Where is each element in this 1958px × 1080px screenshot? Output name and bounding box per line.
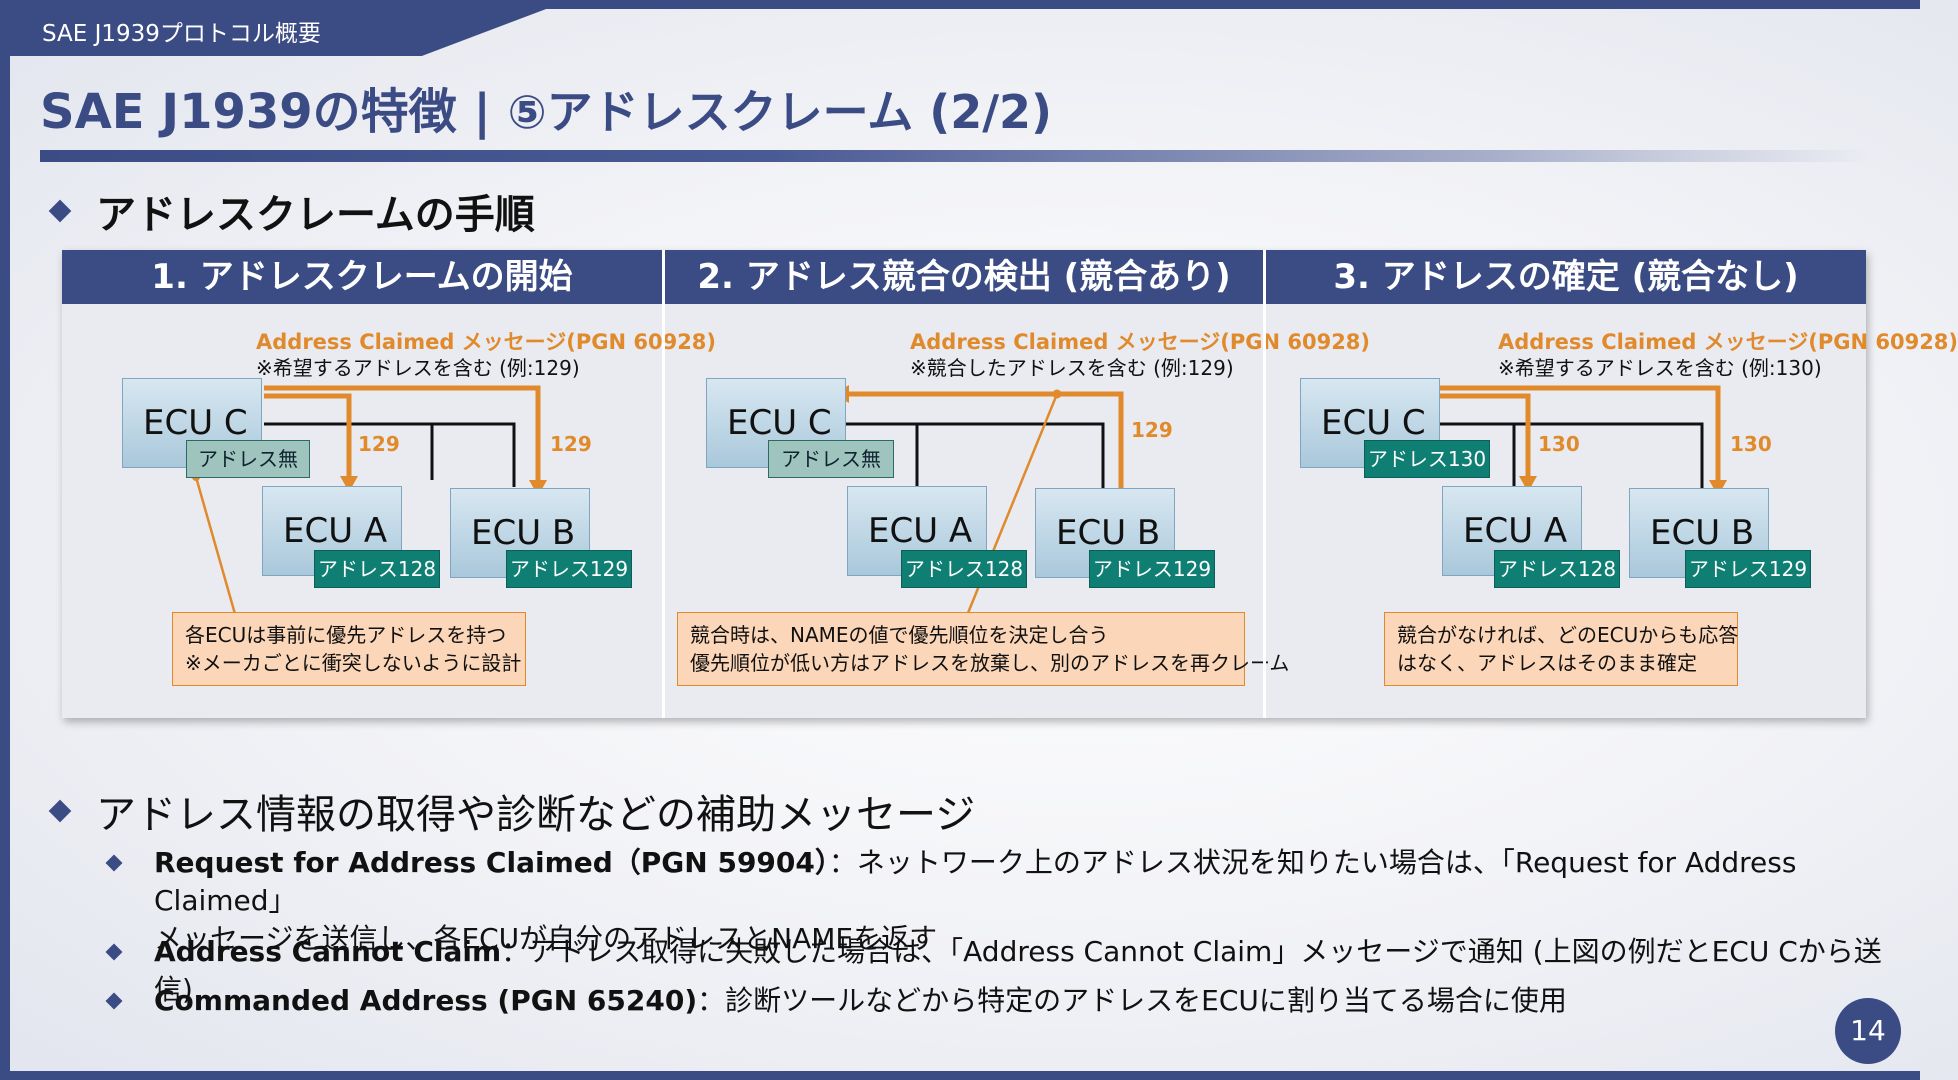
step-2-ecu-b-address: アドレス129 <box>1089 550 1215 588</box>
sub-bullet-line-1: Request for Address Claimed（PGN 59904）：ネ… <box>154 844 1920 920</box>
step-3-ecu-c-address: アドレス130 <box>1364 440 1490 478</box>
step-1-ecu-c-address: アドレス無 <box>186 440 310 478</box>
header-tab-label: SAE J1939プロトコル概要 <box>42 21 321 47</box>
sub-bullet-term: Request for Address Claimed（PGN 59904） <box>154 846 829 879</box>
step-2-ecu-c-address: アドレス無 <box>768 440 894 478</box>
diamond-bullet-icon <box>48 799 72 823</box>
step-2-num-right: 129 <box>1131 418 1173 442</box>
step-2-header: 2. アドレス競合の検出 (競合あり) <box>665 250 1263 304</box>
step-1-note-line-2: ※メーカごとに衝突しないように設計 <box>185 651 522 675</box>
sub-bullet-commanded-address: Commanded Address (PGN 65240)：診断ツールなどから特… <box>105 982 1567 1020</box>
title-rule <box>40 150 1870 162</box>
step-3-message-note: ※希望するアドレスを含む (例:130) <box>1498 356 1822 380</box>
step-2: 2. アドレス競合の検出 (競合あり) Address Claimed メッセー… <box>665 250 1370 718</box>
sub-bullet-line-1: Address Cannot Claim：アドレス取得に失敗した場合は、「Add… <box>154 933 1920 1009</box>
sub-bullet-line-2: メッセージを送信し、各ECUが自分のアドレスとNAMEを返す <box>154 922 938 955</box>
page-number: 14 <box>1835 998 1901 1064</box>
sub-bullet-request-address-claimed: Request for Address Claimed（PGN 59904）：ネ… <box>105 844 1920 958</box>
step-3-num-right: 130 <box>1730 432 1772 456</box>
section-heading-procedure: アドレスクレームの手順 <box>48 182 535 240</box>
step-3-ecu-a: ECU A <box>1442 486 1582 576</box>
title-sub: ⑤アドレスクレーム (2/2) <box>507 85 1053 139</box>
step-1-ecu-b-address: アドレス129 <box>506 550 632 588</box>
step-3-header: 3. アドレスの確定 (競合なし) <box>1266 250 1866 304</box>
sub-bullet-line-1: Commanded Address (PGN 65240)：診断ツールなどから特… <box>154 982 1567 1020</box>
step-1-wires <box>192 385 547 615</box>
sub-bullet-desc: ：診断ツールなどから特定のアドレスをECUに割り当てる場合に使用 <box>697 984 1567 1017</box>
step-3-message: Address Claimed メッセージ(PGN 60928) <box>1498 330 1958 354</box>
step-2-message: Address Claimed メッセージ(PGN 60928) <box>910 330 1371 354</box>
step-3: 3. アドレスの確定 (競合なし) Address Claimed メッセージ(… <box>1266 250 1958 718</box>
step-3-note: 競合がなければ、どのECUからも応答 はなく、アドレスはそのまま確定 <box>1384 612 1738 686</box>
step-1-num-right: 129 <box>550 432 592 456</box>
step-2-note-line-1: 競合時は、NAMEの値で優先順位を決定し合う <box>690 623 1109 647</box>
section-heading-text: アドレスクレームの手順 <box>96 192 535 238</box>
sub-bullet-desc: ：アドレス取得に失敗した場合は、「Address Cannot Claim」メッ… <box>154 935 1882 1006</box>
sub-bullet-term: Commanded Address (PGN 65240) <box>154 984 698 1017</box>
step-1-message-note: ※希望するアドレスを含む (例:129) <box>256 356 580 380</box>
sub-bullet-desc: ：ネットワーク上のアドレス状況を知りたい場合は、「Request for Add… <box>154 846 1797 917</box>
small-diamond-bullet-icon <box>105 854 123 872</box>
step-3-note-line-2: はなく、アドレスはそのまま確定 <box>1397 651 1697 675</box>
step-1-message: Address Claimed メッセージ(PGN 60928) <box>256 330 717 354</box>
step-3-wires <box>1430 385 1727 496</box>
sub-bullet-address-cannot-claim: Address Cannot Claim：アドレス取得に失敗した場合は、「Add… <box>105 933 1920 1009</box>
title-main: SAE J1939の特徴 <box>40 84 457 140</box>
step-1-ecu-a-address: アドレス128 <box>314 550 440 588</box>
title-separator: | <box>456 84 508 140</box>
step-1-note-line-1: 各ECUは事前に優先アドレスを持つ <box>185 623 507 647</box>
sub-bullet-term: Address Cannot Claim <box>154 935 502 968</box>
step-3-num-left: 130 <box>1538 432 1580 456</box>
step-3-ecu-a-address: アドレス128 <box>1494 550 1620 588</box>
small-diamond-bullet-icon <box>105 992 123 1010</box>
procedure-panel: 1. アドレスクレームの開始 Address Claimed メッセージ(PGN… <box>62 250 1958 718</box>
step-divider-1 <box>662 250 665 718</box>
step-3-note-line-1: 競合がなければ、どのECUからも応答 <box>1397 623 1739 647</box>
step-1-header: 1. アドレスクレームの開始 <box>62 250 662 304</box>
step-2-message-note: ※競合したアドレスを含む (例:129) <box>910 356 1234 380</box>
step-2-note-line-2: 優先順位が低い方はアドレスを放棄し、別のアドレスを再クレーム <box>690 651 1290 675</box>
step-1-note: 各ECUは事前に優先アドレスを持つ ※メーカごとに衝突しないように設計 <box>172 612 526 686</box>
step-2-ecu-a-address: アドレス128 <box>901 550 1027 588</box>
section-heading-text: アドレス情報の取得や診断などの補助メッセージ <box>96 792 976 838</box>
step-1: 1. アドレスクレームの開始 Address Claimed メッセージ(PGN… <box>62 250 716 718</box>
step-3-ecu-b-address: アドレス129 <box>1685 550 1811 588</box>
diamond-bullet-icon <box>48 199 72 223</box>
section-heading-aux-messages: アドレス情報の取得や診断などの補助メッセージ <box>48 782 976 840</box>
step-divider-2 <box>1263 250 1266 718</box>
page-title: SAE J1939の特徴 | ⑤アドレスクレーム (2/2) <box>40 72 1052 142</box>
small-diamond-bullet-icon <box>105 943 123 961</box>
step-1-num-left: 129 <box>358 432 400 456</box>
step-2-note: 競合時は、NAMEの値で優先順位を決定し合う 優先順位が低い方はアドレスを放棄し… <box>677 612 1290 686</box>
